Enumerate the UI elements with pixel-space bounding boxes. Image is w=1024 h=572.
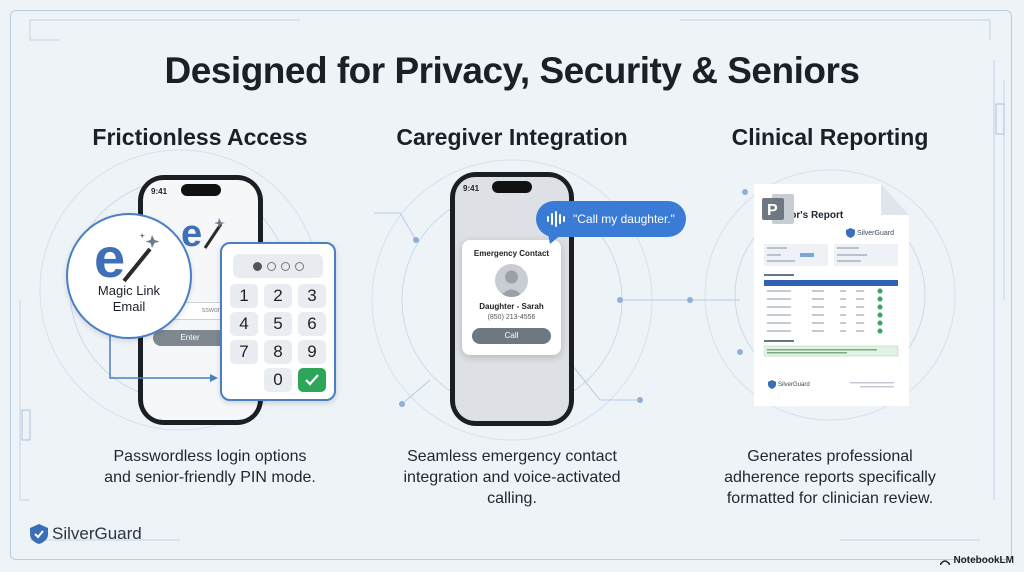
report-brand: SilverGuard (846, 228, 894, 238)
magic-link-email-label: Email (112, 299, 146, 314)
magic-link-label: Magic Link (97, 283, 161, 298)
description-line: calling. (487, 490, 537, 507)
svg-text:P: P (767, 202, 778, 219)
key-2[interactable]: 2 (264, 284, 292, 308)
description-line: Generates professional (747, 448, 913, 465)
pin-keypad: 1 2 3 4 5 6 7 8 9 0 (220, 242, 336, 401)
description-caregiver-integration: Seamless emergency contact integration a… (372, 446, 652, 509)
key-5[interactable]: 5 (264, 312, 292, 336)
shield-logo-icon (846, 228, 855, 238)
description-line: adherence reports specifically (724, 469, 936, 486)
magic-link-badge[interactable]: e Magic Link Email (66, 213, 192, 339)
description-line: formatted for clinician review. (726, 490, 934, 507)
phone-notch (181, 184, 221, 196)
description-frictionless-access: Passwordless login options and senior-fr… (60, 446, 360, 488)
shield-logo-icon (768, 380, 776, 389)
key-1[interactable]: 1 (230, 284, 258, 308)
contact-phone: (850) 213-4556 (487, 314, 536, 321)
report-title: Doctor's Report (768, 210, 844, 221)
report-footer-brand-label: SilverGuard (778, 381, 810, 388)
voice-wave-icon (547, 211, 565, 227)
confirm-button[interactable] (298, 368, 326, 392)
heading-caregiver-integration: Caregiver Integration (396, 124, 628, 150)
description-line: Seamless emergency contact (407, 448, 617, 465)
voice-command-text: "Call my daughter." (573, 212, 675, 226)
key-0[interactable]: 0 (264, 368, 292, 392)
doctor-report-document: Doctor's Report SilverGuard SilverGuard (754, 184, 909, 406)
pin-dot (294, 261, 304, 271)
svg-text:e: e (181, 214, 202, 252)
heading-clinical-reporting: Clinical Reporting (731, 124, 929, 150)
emergency-contact-card: Emergency Contact Daughter - Sarah (850)… (462, 240, 561, 355)
key-3[interactable]: 3 (298, 284, 326, 308)
pin-dot (266, 261, 276, 271)
phone-time: 9:41 (151, 187, 168, 196)
shield-logo-icon (30, 524, 48, 544)
phone-notch (492, 181, 532, 193)
description-line: integration and voice-activated (403, 469, 621, 486)
powerpoint-icon: P (762, 192, 794, 226)
footer-brand: SilverGuard (52, 524, 142, 543)
heading-frictionless-access: Frictionless Access (92, 124, 308, 150)
key-8[interactable]: 8 (264, 340, 292, 364)
description-line: and senior-friendly PIN mode. (104, 469, 316, 486)
contact-name: Daughter - Sarah (479, 302, 544, 311)
description-line: Passwordless login options (113, 448, 307, 465)
slide-frame (10, 10, 1012, 560)
voice-command-bubble: "Call my daughter." (536, 201, 686, 237)
page-title: Designed for Privacy, Security & Seniors (164, 50, 860, 91)
pin-indicator (233, 254, 323, 278)
key-9[interactable]: 9 (298, 340, 326, 364)
report-brand-label: SilverGuard (857, 229, 894, 237)
description-clinical-reporting: Generates professional adherence reports… (690, 446, 970, 509)
report-table (764, 244, 899, 357)
enter-button[interactable]: Enter (153, 330, 227, 346)
key-4[interactable]: 4 (230, 312, 258, 336)
watermark-text: NotebookLM (953, 555, 1014, 566)
pin-dot-filled (252, 261, 262, 271)
bubble-tail (548, 234, 562, 244)
notebooklm-watermark: NotebookLM (940, 555, 1014, 566)
contact-avatar-icon (495, 264, 528, 297)
phone-time: 9:41 (463, 184, 480, 193)
svg-text:e: e (94, 227, 125, 289)
call-button[interactable]: Call (472, 328, 551, 344)
checkmark-icon (305, 374, 319, 386)
report-footer-brand: SilverGuard (768, 380, 810, 389)
pin-dot (280, 261, 290, 271)
key-7[interactable]: 7 (230, 340, 258, 364)
contact-card-title: Emergency Contact (473, 249, 550, 258)
key-6[interactable]: 6 (298, 312, 326, 336)
magic-wand-icon: e (94, 226, 164, 294)
notebooklm-icon (940, 559, 951, 565)
email-icon: e (181, 213, 225, 257)
report-footer-text (850, 382, 894, 388)
document-fold (881, 184, 909, 215)
silverguard-logo: SilverGuard (30, 524, 142, 544)
